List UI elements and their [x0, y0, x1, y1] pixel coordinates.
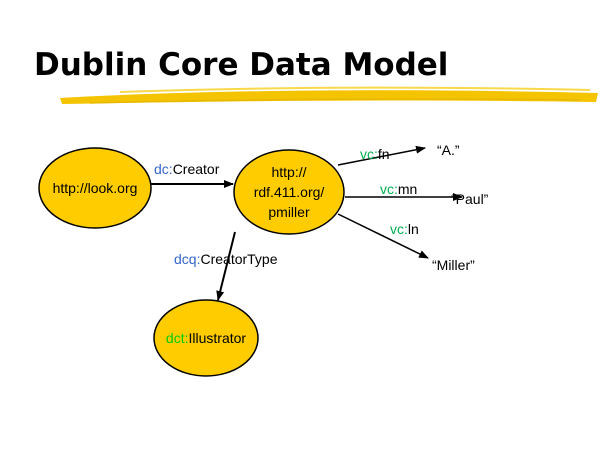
- edge-ln-arrow: [337, 213, 429, 259]
- edge-ln-prefix: vc:: [390, 221, 408, 237]
- literal-miller: “Miller”: [432, 257, 475, 273]
- node-look-org-shape: [38, 147, 152, 229]
- literal-paul: “Paul”: [451, 191, 489, 207]
- node-pmiller-line-3: pmiller: [268, 204, 310, 220]
- literal-a: “A.”: [437, 142, 460, 158]
- node-pmiller-line-2: rdf.411.org/: [254, 184, 325, 200]
- node-pmiller: http:// rdf.411.org/ pmiller: [233, 149, 345, 235]
- edge-creator-prefix: dc:: [154, 161, 173, 177]
- edge-creator-type-name: CreatorType: [200, 251, 277, 267]
- node-pmiller-line-1: http://: [271, 164, 306, 180]
- edge-fn-arrow: [337, 145, 426, 166]
- edge-creator-label: dc:Creator: [154, 161, 220, 177]
- node-look-org: http://look.org: [38, 147, 152, 229]
- edge-mn-name: mn: [398, 181, 417, 197]
- edge-ln-name: ln: [408, 221, 419, 237]
- edge-creator-type-arrow: [216, 231, 236, 301]
- node-illustrator-name: Illustrator: [189, 330, 247, 346]
- node-illustrator-label: dct:Illustrator: [166, 330, 246, 346]
- edge-ln-label: vc:ln: [390, 221, 419, 237]
- node-illustrator-shape: [153, 299, 259, 377]
- title-underline: [60, 86, 598, 104]
- edge-creator-type-label: dcq:CreatorType: [174, 251, 278, 267]
- node-illustrator-prefix: dct:: [166, 330, 189, 346]
- edge-creator-name: Creator: [173, 161, 220, 177]
- edge-fn-label: vc:fn: [360, 146, 390, 162]
- slide-title: Dublin Core Data Model: [34, 47, 449, 83]
- edge-creator-type-prefix: dcq:: [174, 251, 200, 267]
- edge-fn-name: fn: [378, 146, 390, 162]
- node-illustrator: dct:Illustrator: [153, 299, 259, 377]
- edge-mn-prefix: vc:: [380, 181, 398, 197]
- edge-fn-prefix: vc:: [360, 146, 378, 162]
- node-look-org-label: http://look.org: [53, 180, 138, 196]
- node-pmiller-shape: [233, 149, 345, 235]
- edge-mn-label: vc:mn: [380, 181, 417, 197]
